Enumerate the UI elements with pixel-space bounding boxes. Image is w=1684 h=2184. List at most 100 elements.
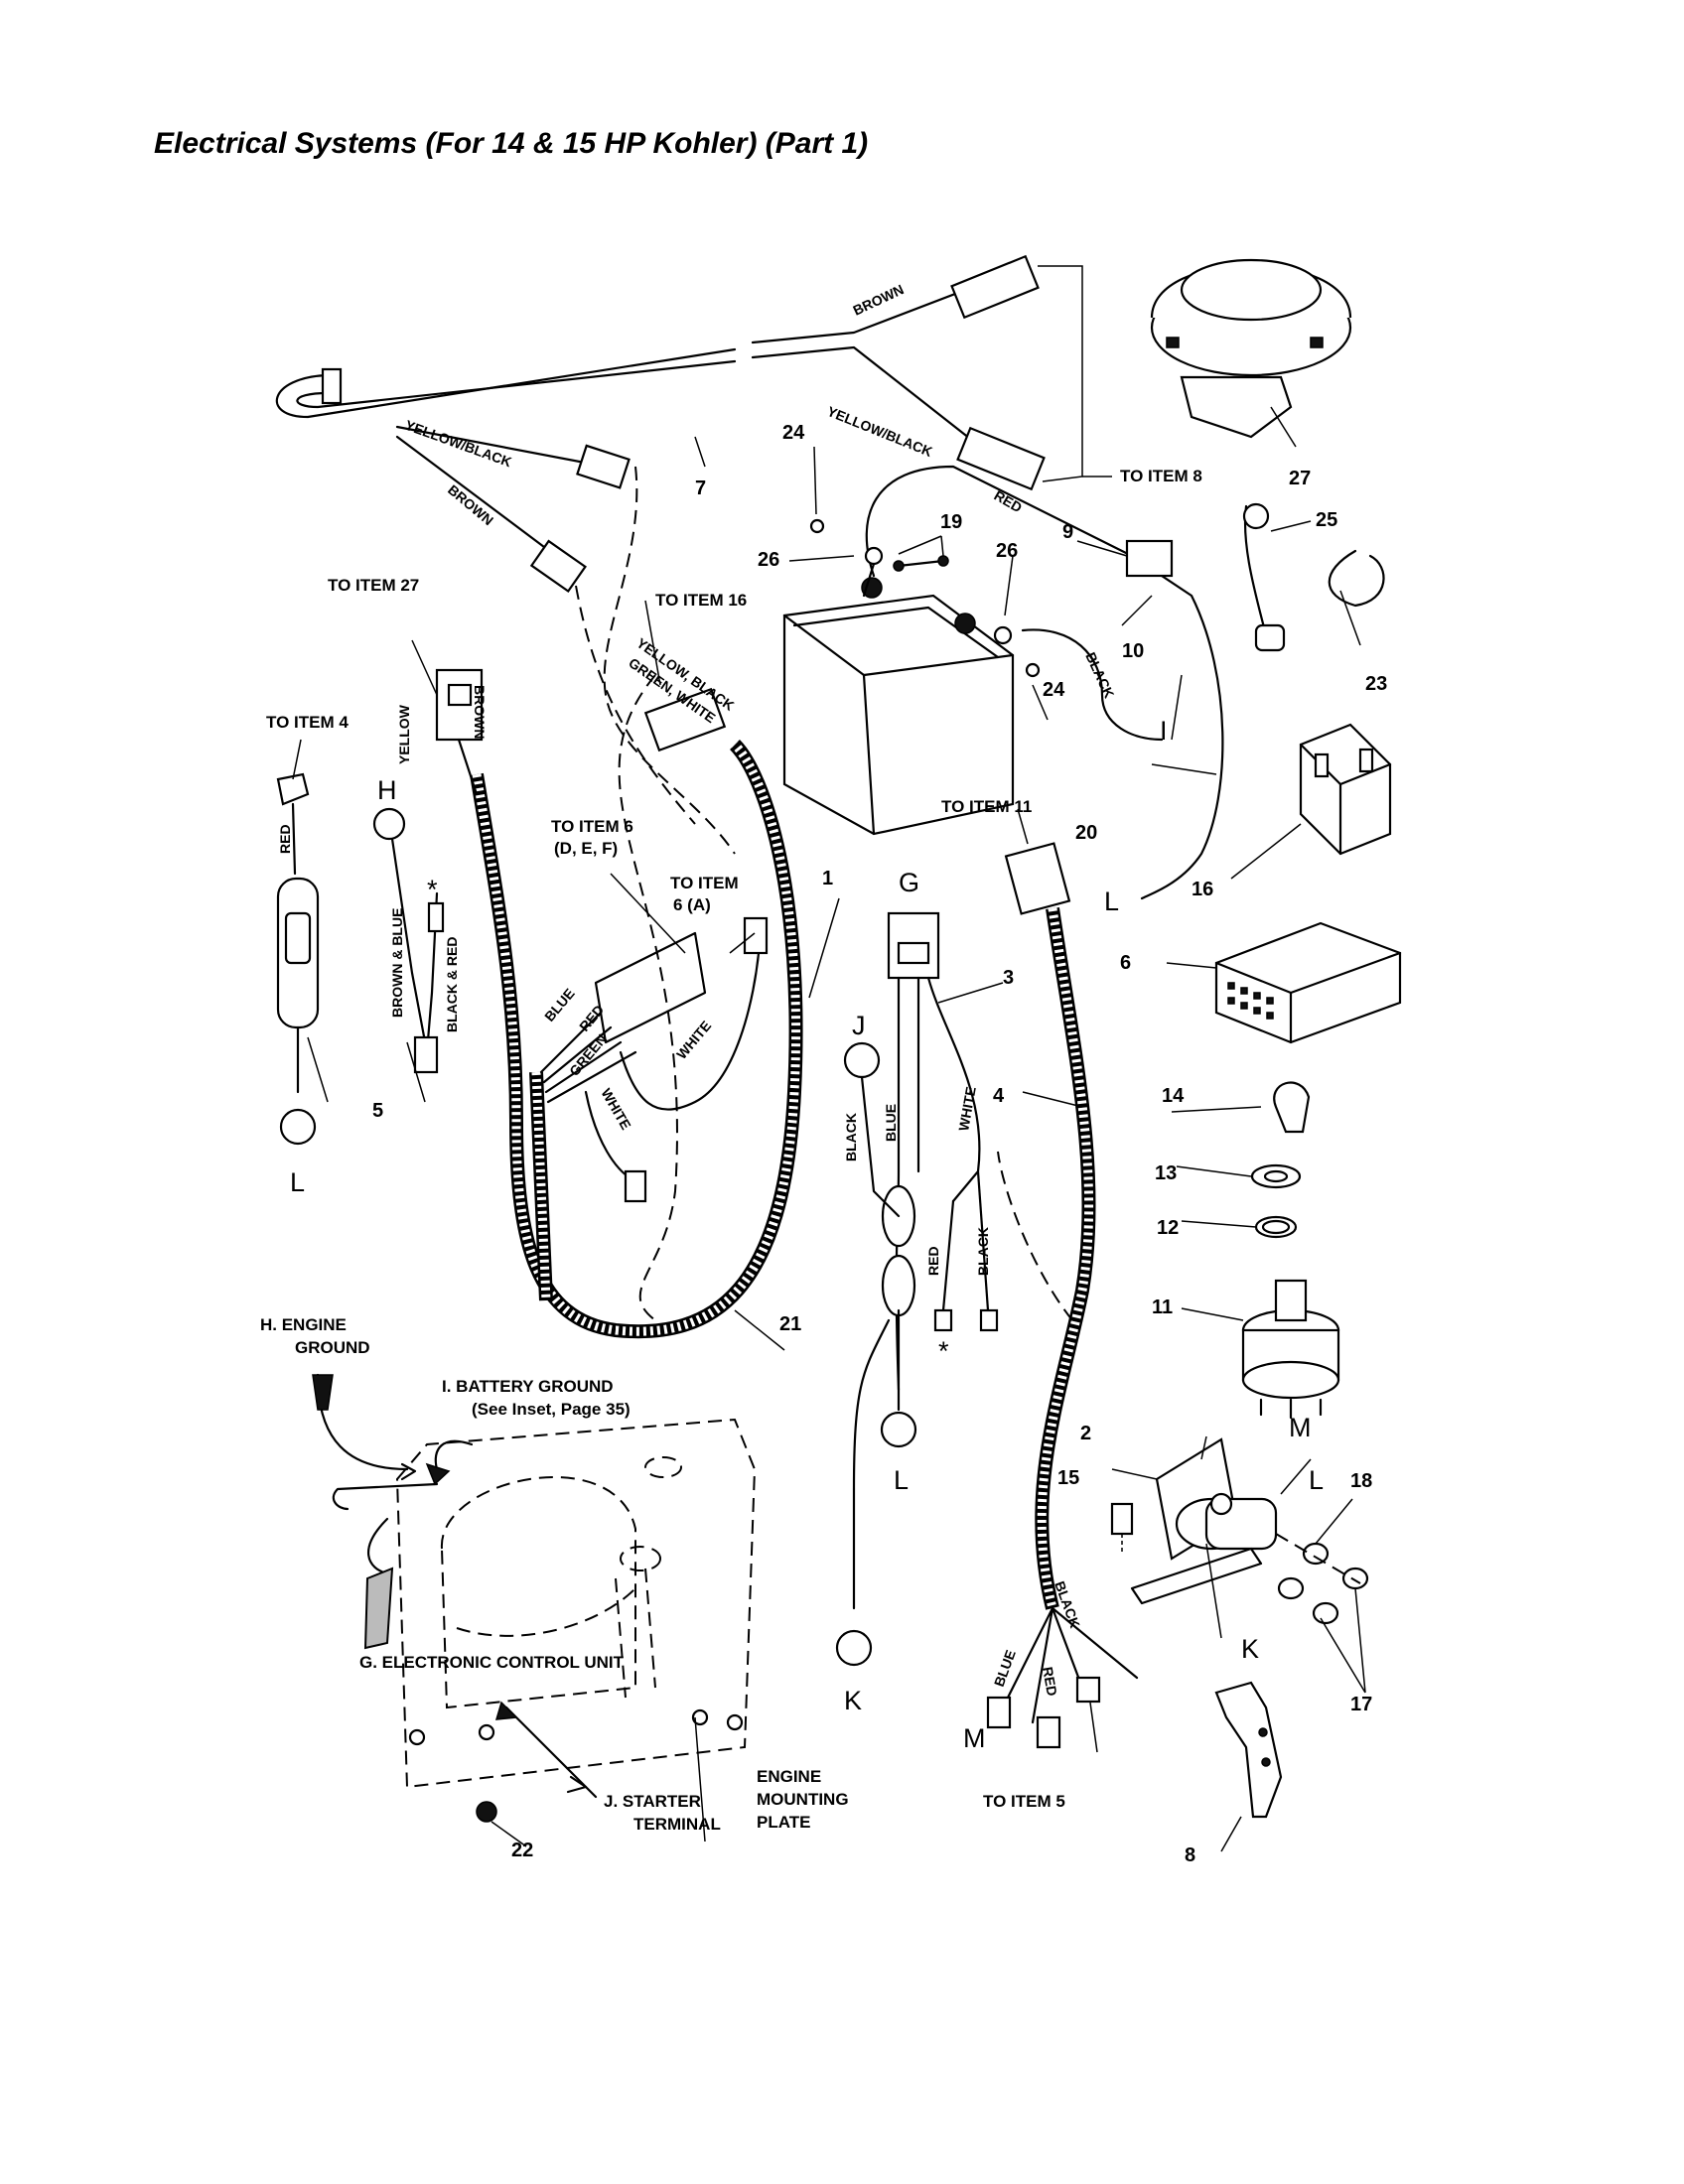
leader-lines	[292, 406, 1366, 1852]
svg-text:(See Inset, Page 35): (See Inset, Page 35)	[472, 1400, 631, 1419]
callout-22: 22	[511, 1840, 533, 1861]
letter-l-ecu: L	[894, 1465, 909, 1495]
bracket-item-8	[1214, 1681, 1283, 1819]
inset-labels: H. ENGINE GROUND I. BATTERY GROUND (See …	[260, 1315, 849, 1834]
callout-2: 2	[1080, 1423, 1091, 1444]
solenoid-item-2	[1110, 1437, 1369, 1625]
callout-18: 18	[1350, 1470, 1372, 1492]
letter-i: I	[1160, 716, 1168, 746]
callout-26-left: 26	[758, 549, 779, 571]
callout-numbers: 7 24 19 26 26 24 9 10 20 1 27 25 23 16 6…	[372, 422, 1387, 1866]
to-item-8-leader	[1038, 265, 1083, 482]
svg-text:TERMINAL: TERMINAL	[633, 1815, 721, 1834]
part-6-connector	[1214, 921, 1402, 1044]
ref-to-item-8: TO ITEM 8	[1120, 467, 1202, 485]
part-16-relay	[1299, 723, 1392, 856]
part-25-clip	[1242, 502, 1286, 652]
svg-text:RED: RED	[277, 824, 293, 854]
part-27-voltage-regulator	[1150, 258, 1352, 439]
connector-yellow-black	[956, 426, 1046, 491]
battery-item-1	[782, 577, 1015, 836]
letter-l-solenoid: L	[1309, 1465, 1324, 1495]
ground-wire-h	[372, 807, 445, 1074]
harness-item-4	[986, 842, 1139, 1749]
connector-brown-left	[529, 539, 587, 594]
connector-to-16	[643, 687, 727, 752]
callout-1: 1	[822, 868, 833, 889]
nut-22	[476, 1801, 497, 1823]
ref-to-item-4: TO ITEM 4	[266, 713, 349, 732]
letter-k-solenoid: K	[1241, 1634, 1259, 1664]
harness-item-21	[435, 668, 803, 1339]
ref-to-item-6-sub: (D, E, F)	[554, 839, 618, 858]
callout-25: 25	[1316, 509, 1337, 531]
label-ecu: G. ELECTRONIC CONTROL UNIT	[359, 1653, 625, 1672]
callout-4: 4	[993, 1085, 1005, 1107]
connector-10	[1125, 539, 1174, 578]
svg-text:BROWN & BLUE: BROWN & BLUE	[389, 908, 405, 1018]
svg-text:WHITE: WHITE	[673, 1018, 714, 1062]
callout-7: 7	[695, 478, 706, 499]
svg-text:BROWN: BROWN	[472, 685, 488, 739]
label-engine-ground: H. ENGINE	[260, 1315, 347, 1334]
svg-text:YELLOW/BLACK: YELLOW/BLACK	[403, 417, 513, 471]
ref-to-item-6a: TO ITEM	[670, 874, 739, 892]
svg-text:MOUNTING: MOUNTING	[757, 1790, 849, 1809]
callout-16: 16	[1192, 879, 1213, 900]
callout-19: 19	[940, 511, 962, 533]
svg-text:BLACK: BLACK	[843, 1113, 859, 1161]
label-battery-ground: I. BATTERY GROUND	[442, 1377, 614, 1396]
callout-27: 27	[1289, 468, 1311, 489]
callout-24-top: 24	[782, 422, 805, 444]
ignition-switch-assembly	[1241, 1081, 1340, 1420]
svg-text:WHITE: WHITE	[955, 1085, 979, 1132]
callout-6: 6	[1120, 952, 1131, 974]
engine-inset	[312, 1373, 757, 1823]
part-23-ring	[1328, 549, 1385, 608]
ground-strap	[363, 1567, 394, 1650]
svg-text:*: *	[427, 875, 438, 904]
callout-8: 8	[1185, 1844, 1195, 1866]
ref-to-item-6: TO ITEM 6	[551, 817, 633, 836]
svg-text:YELLOW/BLACK: YELLOW/BLACK	[825, 403, 935, 460]
letter-l-battery: L	[1104, 887, 1119, 916]
callout-15: 15	[1057, 1467, 1079, 1489]
letter-m-solenoid: M	[1289, 1413, 1312, 1442]
key-14	[1273, 1081, 1311, 1134]
red-cable-9-10	[865, 465, 1224, 900]
svg-text:PLATE: PLATE	[757, 1813, 810, 1832]
battery-terminal-neg	[954, 613, 976, 634]
letter-m-harness: M	[963, 1723, 986, 1753]
label-engine-mounting-plate: ENGINE	[757, 1767, 821, 1786]
svg-text:BLACK: BLACK	[975, 1227, 991, 1276]
svg-text:YELLOW: YELLOW	[396, 704, 412, 764]
svg-text:GROUND: GROUND	[295, 1338, 370, 1357]
cable-clamp	[321, 367, 343, 405]
ref-to-item-27: TO ITEM 27	[328, 576, 419, 595]
connector-brown	[950, 254, 1040, 320]
svg-text:BLUE: BLUE	[883, 1104, 899, 1142]
callout-21: 21	[779, 1313, 801, 1335]
harness-item-3	[835, 911, 999, 1667]
svg-text:BROWN: BROWN	[851, 281, 907, 319]
block-to-6	[594, 931, 707, 1044]
part-5-fuse-holder	[276, 772, 320, 1146]
callout-26-right: 26	[996, 540, 1018, 562]
callout-23: 23	[1365, 673, 1387, 695]
callout-24-right: 24	[1043, 679, 1065, 701]
callout-10: 10	[1122, 640, 1144, 662]
connector-yellow-black-left	[576, 444, 631, 489]
svg-text:RED: RED	[1040, 1666, 1060, 1698]
harness-item-7	[275, 254, 1046, 855]
bolt-15	[1110, 1502, 1134, 1536]
letter-h: H	[377, 775, 397, 805]
callout-20: 20	[1075, 822, 1097, 844]
label-starter-terminal: J. STARTER	[604, 1792, 701, 1811]
svg-text:BLACK: BLACK	[1082, 650, 1117, 701]
page-title: Electrical Systems (For 14 & 15 HP Kohle…	[154, 127, 869, 160]
reference-labels: TO ITEM 8 TO ITEM 27 TO ITEM 1 6 TO ITEM …	[266, 467, 1202, 1811]
letter-j: J	[852, 1011, 866, 1040]
svg-text:*: *	[938, 1336, 949, 1366]
svg-text:RED: RED	[992, 487, 1026, 516]
